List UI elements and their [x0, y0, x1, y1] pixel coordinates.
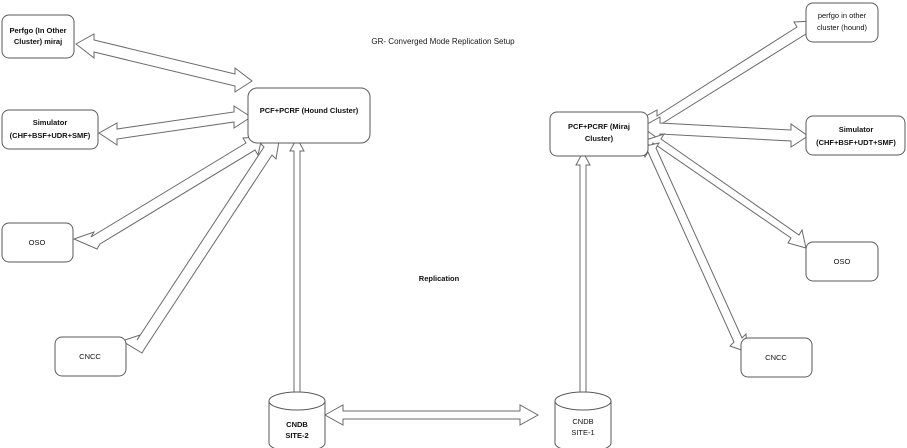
node-simulator-right[interactable]: Simulator (CHF+BSF+UDT+SMF) [805, 115, 906, 156]
node-perfgo-left-line1: Perfgo (In Other [9, 26, 66, 35]
connector-cndb-site2-to-pcf-hound [289, 136, 305, 419]
node-cndb-site2-line2: SITE-2 [285, 431, 308, 440]
node-perfgo-left[interactable]: Perfgo (In Other Cluster) miraj [1, 14, 75, 59]
node-cndb-site1-line1: CNDB [572, 417, 593, 426]
node-perfgo-left-shape [1, 14, 75, 59]
node-cndb-site1-body [554, 400, 612, 448]
node-cndb-site2[interactable]: CNDB SITE-2 [268, 391, 326, 448]
node-pcf-hound-label: PCF+PCRF (Hound Cluster) [260, 106, 359, 115]
node-cncc-left-shape [54, 336, 127, 377]
connector-cndb-site1-to-pcf-miraj [575, 150, 591, 419]
connector-perfgo-right-to-pcf-miraj [637, 20, 814, 130]
node-cncc-right[interactable]: CNCC [740, 337, 813, 378]
node-perfgo-right[interactable]: perfgo in other cluster (hound) [805, 2, 879, 43]
node-oso-right[interactable]: OSO [805, 241, 879, 282]
node-simulator-right-shape [805, 115, 906, 156]
node-simulator-left-line1: Simulator [33, 118, 68, 127]
node-simulator-right-line2: (CHF+BSF+UDT+SMF) [816, 138, 896, 147]
node-perfgo-right-shape [805, 2, 879, 43]
node-cndb-site2-body [268, 400, 326, 448]
node-pcf-miraj-shape [549, 111, 649, 157]
node-cncc-right-label: CNCC [765, 353, 787, 362]
node-oso-left[interactable]: OSO [1, 222, 74, 263]
node-cndb-site2-top [268, 391, 326, 411]
replication-label: Replication [419, 274, 460, 283]
node-simulator-left[interactable]: Simulator (CHF+BSF+UDR+SMF) [1, 109, 99, 150]
connector-perfgo-left-to-pcf-hound [75, 33, 253, 93]
node-cncc-left[interactable]: CNCC [54, 336, 127, 377]
node-cndb-site1-top [554, 391, 612, 411]
connector-cndb-site2-to-cndb-site1 [323, 404, 540, 426]
node-oso-left-shape [1, 222, 74, 263]
node-pcf-miraj[interactable]: PCF+PCRF (Miraj Cluster) [549, 111, 649, 157]
connector-cncc-right-to-pcf-miraj [640, 142, 748, 353]
node-pcf-miraj-line2: Cluster) [585, 134, 614, 143]
node-perfgo-left-line2: Cluster) miraj [14, 37, 62, 46]
node-cncc-right-shape [740, 337, 813, 378]
node-cndb-site1-line2: SITE-1 [571, 428, 594, 437]
node-perfgo-right-line1: perfgo in other [818, 11, 867, 20]
node-cndb-site2-line1: CNDB [286, 420, 308, 429]
node-oso-right-shape [805, 241, 879, 282]
diagram-title: GR- Converged Mode Replication Setup [371, 37, 515, 46]
node-pcf-hound[interactable]: PCF+PCRF (Hound Cluster) [247, 87, 371, 144]
node-oso-left-label: OSO [29, 238, 46, 247]
node-simulator-left-shape [1, 109, 99, 150]
node-pcf-hound-shape [247, 87, 371, 144]
node-simulator-left-line2: (CHF+BSF+UDR+SMF) [10, 131, 91, 140]
node-cndb-site1[interactable]: CNDB SITE-1 [554, 391, 612, 448]
node-pcf-miraj-line1: PCF+PCRF (Miraj [568, 122, 630, 131]
node-oso-right-label: OSO [834, 257, 851, 266]
node-perfgo-right-line2: cluster (hound) [817, 23, 868, 32]
node-simulator-right-line1: Simulator [839, 125, 874, 134]
connector-simulator-left-to-pcf-hound [98, 105, 252, 146]
node-cncc-left-label: CNCC [79, 352, 101, 361]
